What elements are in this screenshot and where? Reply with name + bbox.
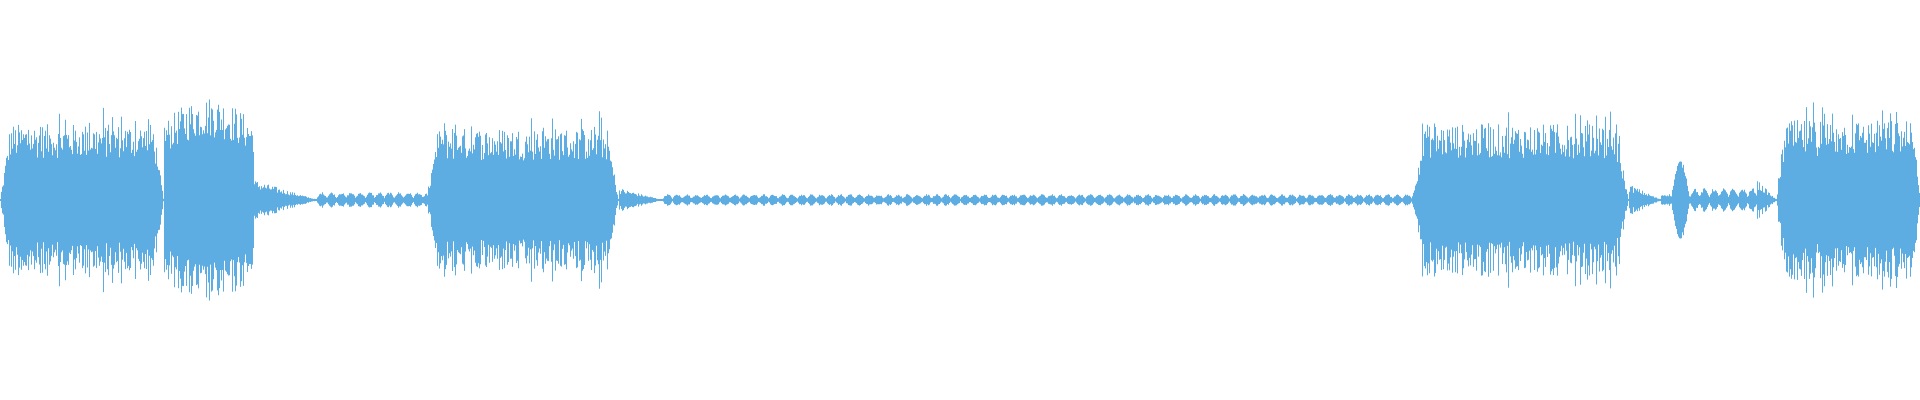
waveform-path [0,99,1920,301]
waveform-bars [0,99,1920,301]
